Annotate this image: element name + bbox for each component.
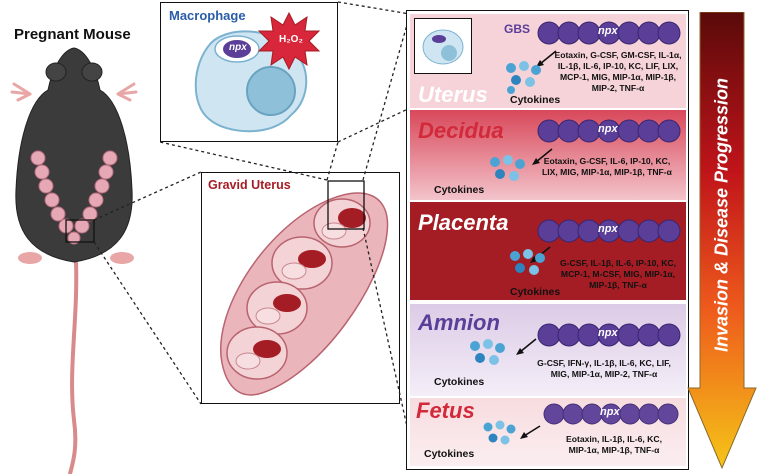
panel-amnion: Amnion npx Cytokines G-CSF, IFN-γ, IL-1β… (410, 304, 686, 396)
gbs-chain-icon (543, 403, 679, 425)
panel-placenta: Placenta npx Cytokines G-CSF, IL-1β, IL-… (410, 202, 686, 300)
cytokine-line: Eotaxin, IL-1β, IL-6, KC, (566, 434, 662, 444)
bacterium-label: npx (598, 25, 618, 37)
panel-decidua: Decidua npx Cytokines Eotaxin, G-CSF, IL… (410, 110, 686, 200)
macrophage-thumbnail (414, 18, 472, 74)
cytokine-cluster-icon (470, 339, 505, 365)
bacterium-label: npx (600, 406, 620, 418)
cytokine-line: G-CSF, IFN-γ, IL-1β, IL-6, KC, LIF, (537, 358, 671, 368)
cytokines-label-decidua: Cytokines (434, 184, 485, 196)
cytokine-line: MIP-1α, MIP-1β, TNF-α (568, 445, 660, 455)
gbs-chain-icon (537, 21, 681, 45)
h2o2-label: H₂O₂ (279, 34, 303, 45)
bacterium-label: npx (598, 123, 618, 135)
tissue-label-fetus: Fetus (416, 398, 475, 423)
cytokine-list-uterus: Eotaxin, G-CSF, GM-CSF, IL-1α, IL-1β, IL… (550, 50, 686, 94)
cytokine-line: Eotaxin, G-CSF, GM-CSF, IL-1α, (554, 50, 682, 60)
macrophage-npx-label: npx (229, 42, 247, 53)
tissue-label-amnion: Amnion (418, 310, 500, 335)
gbs-chain-icon (537, 119, 681, 143)
cytokine-list-fetus: Eotaxin, IL-1β, IL-6, KC, MIP-1α, MIP-1β… (546, 434, 682, 456)
cytokine-cluster-icon (483, 420, 516, 445)
cytokine-list-amnion: G-CSF, IFN-γ, IL-1β, IL-6, KC, LIF, MIG,… (522, 358, 686, 380)
secretion-arrow-icon (520, 425, 541, 439)
cytokine-line: G-CSF, IL-1β, IL-6, IP-10, KC, (559, 258, 677, 268)
cytokine-list-placenta: G-CSF, IL-1β, IL-6, IP-10, KC, MCP-1, M-… (550, 258, 686, 291)
secretion-arrow-icon (536, 50, 557, 67)
cytokine-cluster-icon (506, 61, 541, 94)
tissue-label-uterus: Uterus (418, 82, 488, 107)
mouse-title: Pregnant Mouse (14, 26, 131, 43)
secretion-arrow-icon (532, 148, 553, 165)
cytokine-line: MCP-1, M-CSF, MIG, MIP-1α, (560, 269, 676, 279)
cytokine-line: MCP-1, MIG, MIP-1α, MIP-1β, (559, 72, 677, 82)
macrophage-label: Macrophage (169, 8, 246, 23)
gbs-label: GBS (504, 22, 531, 36)
gravid-uterus-illustration (220, 180, 389, 396)
tissue-label-placenta: Placenta (418, 210, 509, 235)
cytokine-line: MIG, MIP-1α, MIP-2, TNF-α (550, 369, 658, 379)
cytokine-cluster-icon (490, 155, 525, 181)
macrophage-inset: Macrophage npx H₂O₂ (160, 2, 338, 142)
secretion-arrow-icon (516, 338, 537, 355)
cytokine-line: IL-1β, IL-6, IP-10, KC, LIF, LIX, (557, 61, 679, 71)
gravid-uterus-label: Gravid Uterus (208, 178, 291, 192)
progression-label: Invasion & Disease Progression (711, 77, 732, 353)
bacterium-label: npx (598, 327, 618, 339)
cytokine-list-decidua: Eotaxin, G-CSF, IL-6, IP-10, KC, LIX, MI… (530, 156, 684, 178)
gbs-chain-icon (537, 219, 681, 243)
cytokine-line: MIP-1β, TNF-α (589, 280, 647, 290)
gravid-uterus-inset: Gravid Uterus (201, 172, 400, 404)
tissue-label-decidua: Decidua (418, 118, 504, 143)
pregnant-mouse-illustration (10, 47, 138, 474)
progression-arrow (687, 12, 757, 470)
cytokine-line: LIX, MIG, MIP-1α, MIP-1β, TNF-α (542, 167, 672, 177)
macrophage-thumbnail-icon (422, 29, 464, 65)
cytokine-line: MIP-2, TNF-α (591, 83, 645, 93)
cytokine-line: Eotaxin, G-CSF, IL-6, IP-10, KC, (543, 156, 671, 166)
gbs-chain-icon (537, 323, 681, 347)
panel-uterus: GBS npx Uterus Cytokines Eotaxin, G-CSF,… (410, 14, 686, 108)
cytokine-cluster-icon (510, 249, 545, 275)
cytokines-label-placenta: Cytokines (510, 286, 561, 298)
bacterium-label: npx (598, 223, 618, 235)
cytokines-label-uterus: Cytokines (510, 94, 561, 106)
cytokines-label-fetus: Cytokines (424, 448, 475, 460)
panel-fetus: Fetus npx Cytokines Eotaxin, IL-1β, IL-6… (410, 398, 686, 466)
cytokines-label-amnion: Cytokines (434, 376, 485, 388)
macrophage-cell-illustration (194, 11, 321, 133)
